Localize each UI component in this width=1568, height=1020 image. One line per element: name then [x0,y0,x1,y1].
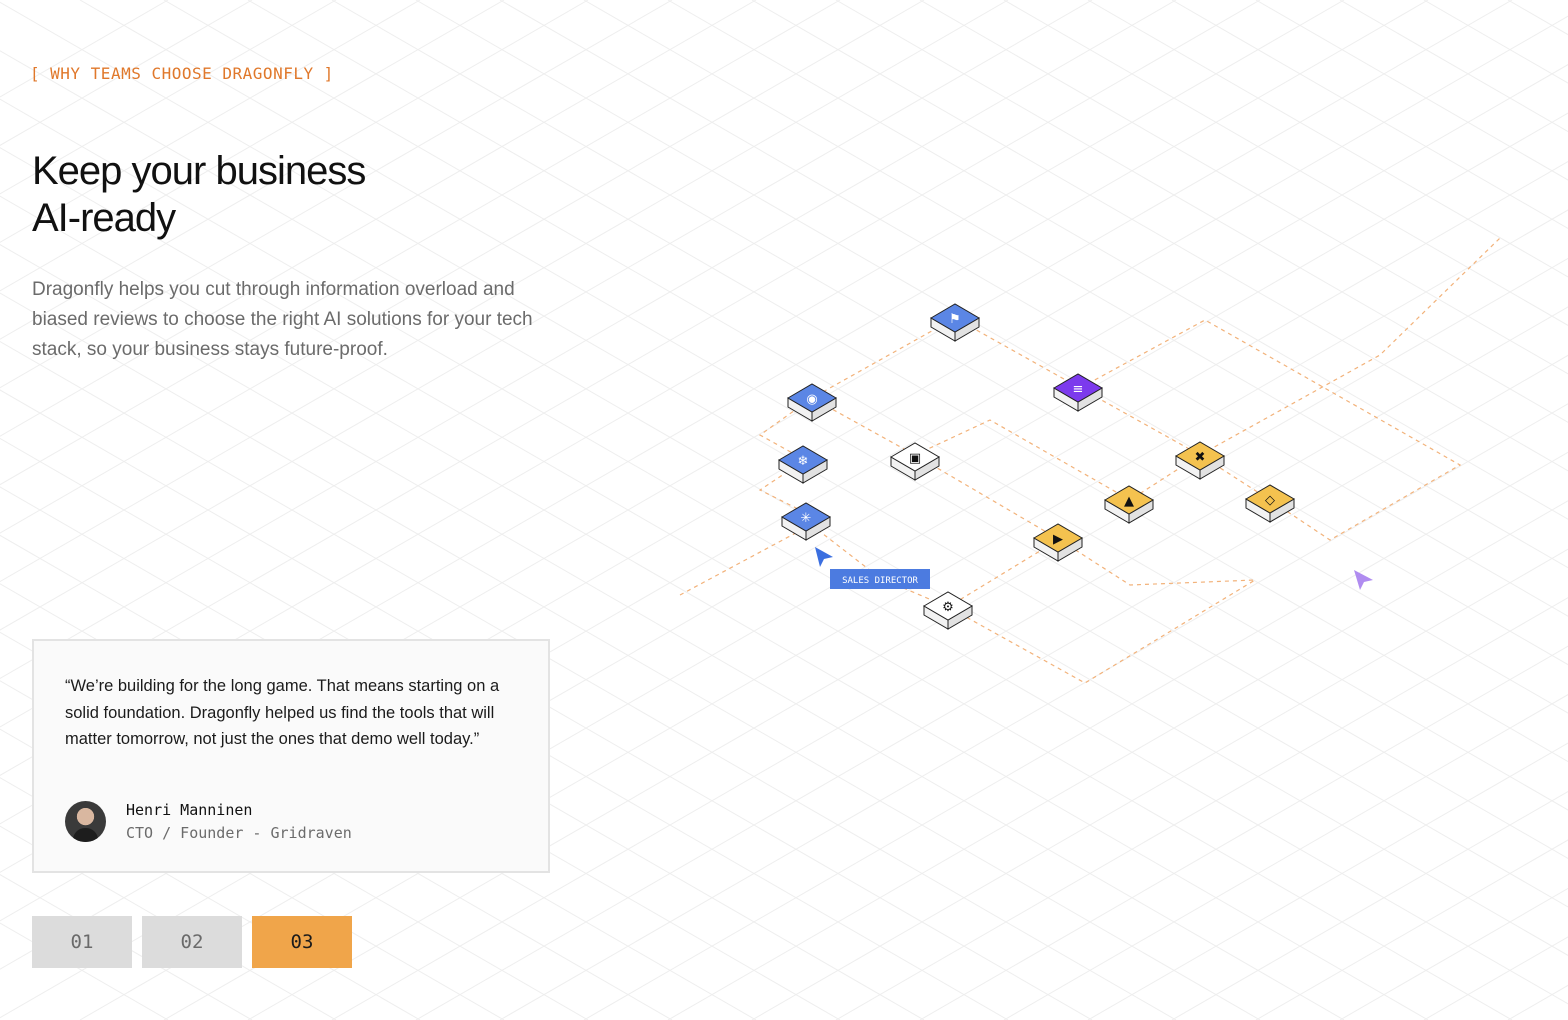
connector-line [804,519,949,608]
cursor-arrow-blue-icon [815,547,833,567]
grid-line [0,0,1429,825]
author-name: Henri Manninen [126,801,253,819]
logo-tile-blue-2: ◉ [787,383,837,422]
grid-line [0,0,421,243]
logo-tile-yellow-4: ▶ [1033,523,1083,562]
grid-line [1003,0,1568,326]
logo-tile-yellow-2: ▲ [1104,485,1154,524]
grid-line [919,645,1568,1020]
grid-line [0,0,337,195]
grid-line [0,0,589,340]
section-description: Dragonfly helps you cut through informat… [32,279,533,360]
connector-line [811,397,1256,684]
page-title: Keep your business AI-ready [32,148,366,242]
title-line-1: Keep your business [32,149,366,193]
grid-line [0,0,925,534]
grid-line [919,0,1568,375]
connector-lines [679,237,1501,684]
grid-line [0,0,1093,631]
grid-line [415,354,1568,1020]
signal-icon: ≡ [1073,382,1084,397]
logo-tile-white-1: ▣ [890,442,940,481]
eyebrow-close-bracket: ] [323,64,334,83]
grid-line [1255,839,1568,1020]
title-line-2: AI-ready [32,196,176,240]
grid-line [1087,0,1568,278]
logo-tile-blue-3: ❄ [778,445,828,484]
section-eyebrow: [ WHY TEAMS CHOOSE DRAGONFLY] [30,64,334,83]
grid-line [0,0,1177,680]
grid-line [331,306,1568,1020]
lock-icon: ▣ [909,451,921,466]
grid-line [835,0,1568,423]
grid-line [0,0,1261,728]
grid-line [1087,742,1568,1020]
grid-line [1171,0,1568,230]
testimonial-pager: 01 02 03 [32,916,352,968]
grid-line [1171,790,1568,1020]
grid-line [751,548,1568,1020]
badge-background [830,569,930,589]
grid-line [835,597,1568,1020]
grid-line [499,403,1568,1020]
integration-illustration: ⚑ ◉ ❄ ✳ ≡ ▣ ⚙ ✖ ▲ ◇ ▶ SALES DIRECTOR [679,237,1501,684]
sales-director-badge: SALES DIRECTOR [830,569,930,589]
badge-label: SALES DIRECTOR [842,576,918,586]
ribbon-icon: ⚑ [949,312,961,327]
logo-tile-blue-4: ✳ [781,502,831,541]
snowflake-icon: ❄ [798,454,809,469]
grid-line [0,0,841,486]
grid-line [0,0,1345,776]
logo-tile-white-2: ⚙ [923,591,973,630]
logo-tile-purple: ≡ [1053,373,1103,412]
pager-button-01[interactable]: 01 [32,916,132,968]
gear-icon: ⚙ [942,600,954,615]
grid-line [583,451,1568,1020]
logo-tile-blue-1: ⚑ [930,303,980,342]
shape-icon: ◇ [1265,493,1275,508]
grid-line [751,0,1568,472]
grid-line [1255,0,1568,181]
avatar [65,801,106,842]
play-icon: ▶ [1053,532,1063,547]
eye-icon: ◉ [806,392,817,407]
grid-line [0,0,1009,583]
pager-button-02[interactable]: 02 [142,916,242,968]
logo-tile-yellow-3: ◇ [1245,484,1295,523]
pager-button-03[interactable]: 03 [252,916,352,968]
testimonial-quote: “We’re building for the long game. That … [65,677,500,748]
author-role: CTO / Founder - Gridraven [126,824,352,842]
logo-tile-yellow-1: ✖ [1175,441,1225,480]
eyebrow-open-bracket: [ [30,64,41,83]
sparkle-icon: ✳ [801,511,812,526]
grid-line [0,0,505,292]
grid-line [0,0,673,389]
grid-line [1003,694,1568,1020]
cursor-arrow-purple-icon [1354,570,1373,590]
eyebrow-text: WHY TEAMS CHOOSE DRAGONFLY [50,64,314,83]
connector-line [914,237,1501,501]
logo-tiles: ⚑ ◉ ❄ ✳ ≡ ▣ ⚙ ✖ ▲ ◇ ▶ [778,303,1295,630]
grid-line [0,0,757,437]
testimonial-card: “We’re building for the long game. That … [32,639,550,873]
x-icon: ✖ [1195,450,1206,465]
tree-icon: ▲ [1124,494,1134,509]
connector-line [679,317,1462,596]
grid-line [667,500,1568,1020]
